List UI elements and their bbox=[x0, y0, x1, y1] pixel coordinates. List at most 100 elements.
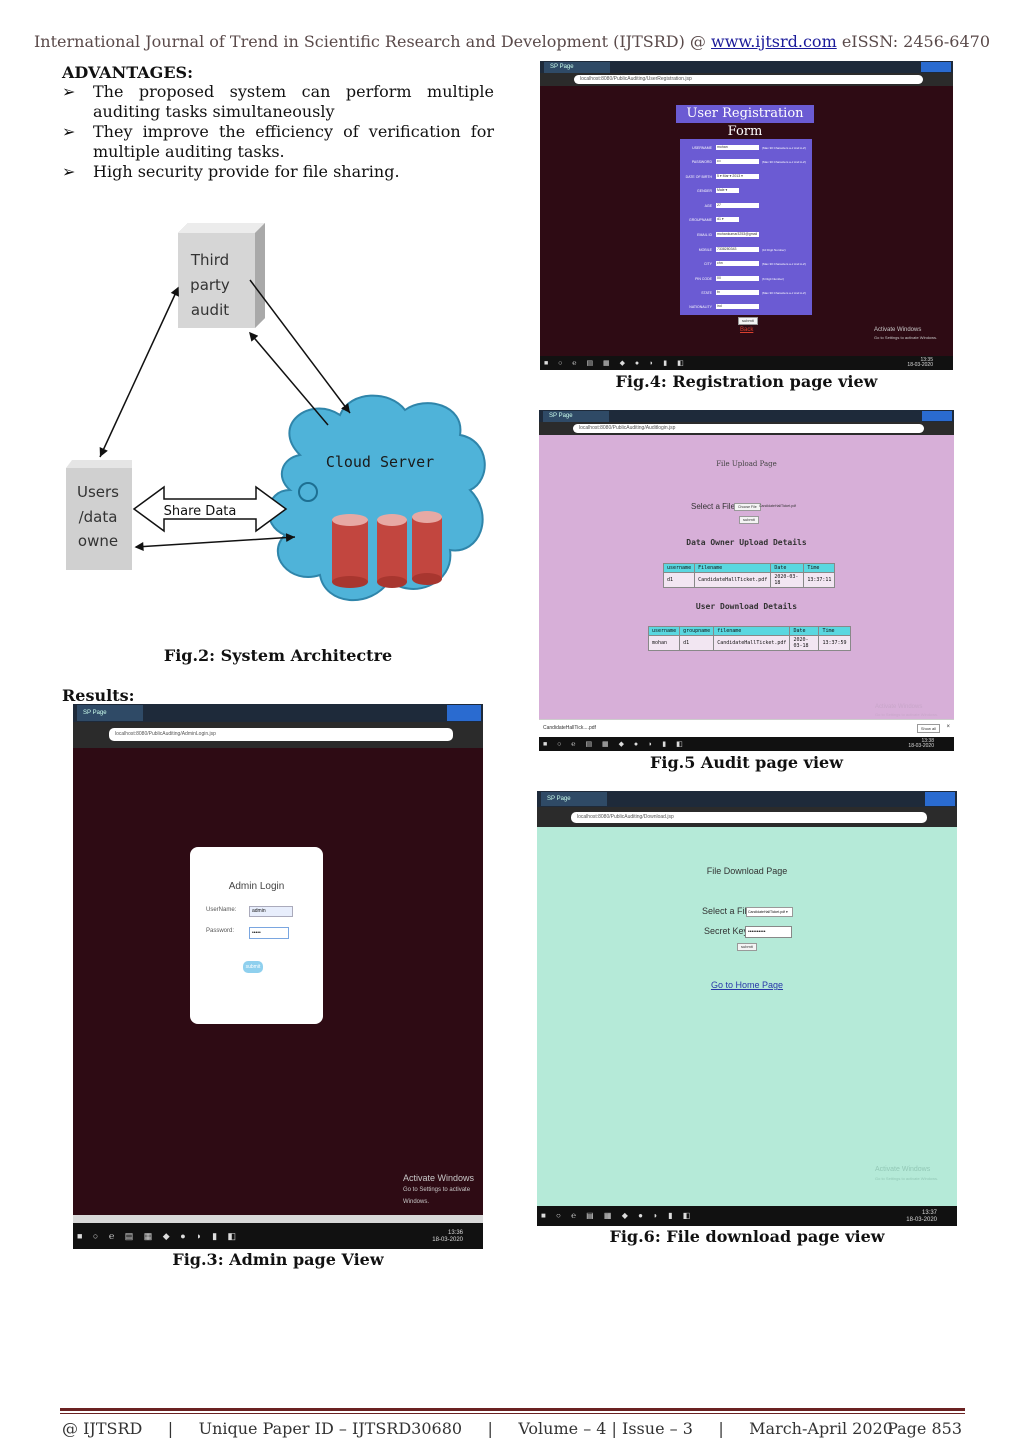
download-chip[interactable]: CandidateHallTick....pdf bbox=[543, 725, 596, 731]
tpa-label-line2: party bbox=[190, 276, 230, 294]
home-page-link[interactable]: Go to Home Page bbox=[710, 980, 784, 990]
journal-url-link[interactable]: www.ijtsrd.com bbox=[711, 32, 837, 51]
file-download-title: File Download Page bbox=[706, 866, 788, 876]
file-select[interactable]: CandidateHallTicket.pdf ▾ bbox=[746, 907, 793, 917]
taskbar-icons[interactable]: ■ ○ ℮ ▤ ▦ ◆ ● ◗ ▮ ◧ bbox=[77, 1231, 241, 1241]
select-file-label: Select a File: bbox=[702, 906, 755, 916]
groupname-select[interactable]: d1 ▾ bbox=[716, 217, 739, 222]
page-number: Page 853 bbox=[887, 1419, 962, 1438]
password-input[interactable]: ••• bbox=[716, 159, 759, 164]
tpa-users-arrow bbox=[99, 286, 179, 458]
city-input[interactable]: chn bbox=[716, 261, 759, 266]
download-page-screenshot: SP Page localhost:8080/PublicAuditing/Do… bbox=[537, 791, 957, 1226]
choose-file-button[interactable]: Choose File bbox=[734, 503, 761, 511]
taskbar-icons[interactable]: ■ ○ ℮ ▤ ▦ ◆ ● ◗ ▮ ◧ bbox=[544, 360, 688, 367]
email-input[interactable]: mohankumar3253@gmail bbox=[716, 232, 759, 237]
submit-button[interactable]: submit bbox=[739, 516, 759, 524]
taskbar-icons[interactable]: ■ ○ ℮ ▤ ▦ ◆ ● ◗ ▮ ◧ bbox=[541, 1211, 695, 1220]
upload-details-title: Data Owner Upload Details bbox=[686, 538, 807, 547]
back-link[interactable]: Back bbox=[740, 327, 754, 333]
registration-page-screenshot: SP Page localhost:8080/PublicAuditing/Us… bbox=[540, 61, 953, 370]
username-input[interactable]: admin bbox=[249, 906, 293, 917]
arrow-bullet-icon: ➢ bbox=[62, 162, 76, 181]
footer-rule bbox=[60, 1408, 965, 1411]
url-field[interactable]: localhost:8080/PublicAuditing/Auditlogin… bbox=[573, 424, 924, 433]
dob-select[interactable]: 5 ▾ Mar ▾ 2013 ▾ bbox=[716, 174, 759, 179]
mobile-input[interactable]: 7338280343 bbox=[716, 247, 759, 252]
advantages-title: ADVANTAGES: bbox=[62, 63, 193, 82]
age-input[interactable]: 27 bbox=[716, 203, 759, 208]
username-label: UserName: bbox=[206, 907, 237, 913]
registration-form-title: User Registration Form bbox=[676, 105, 814, 139]
browser-tab[interactable]: SP Page bbox=[543, 411, 609, 422]
users-data-owner-box: Users /data owne bbox=[66, 460, 132, 570]
chosen-file-name: CandidateHallTicket.pdf bbox=[759, 504, 797, 508]
tpa-label-line1: Third bbox=[190, 251, 229, 269]
arrow-bullet-icon: ➢ bbox=[62, 122, 76, 141]
url-field[interactable]: localhost:8080/PublicAuditing/UserRegist… bbox=[574, 75, 923, 84]
tpa-cloud-arrow-1 bbox=[249, 279, 351, 414]
window-controls[interactable] bbox=[447, 705, 481, 721]
cloud-server-label: Cloud Server bbox=[326, 453, 434, 471]
password-input[interactable]: ••••• bbox=[249, 927, 289, 939]
fig2-caption: Fig.2: System Architectre bbox=[163, 646, 393, 665]
window-controls[interactable] bbox=[925, 792, 955, 806]
show-all-button[interactable]: Show all bbox=[916, 724, 940, 733]
nationality-input[interactable]: ind bbox=[716, 304, 759, 309]
pincode-input[interactable]: 00 bbox=[716, 276, 759, 281]
taskbar-icons[interactable]: ■ ○ ℮ ▤ ▦ ◆ ● ◗ ▮ ◧ bbox=[543, 741, 687, 748]
window-controls[interactable] bbox=[921, 62, 951, 72]
third-party-audit-box: Third party audit bbox=[178, 223, 265, 328]
address-bar: localhost:8080/PublicAuditing/Download.j… bbox=[537, 807, 957, 827]
window-controls[interactable] bbox=[922, 411, 952, 421]
browser-tabbar: SP Page bbox=[539, 410, 954, 422]
browser-tab[interactable]: SP Page bbox=[541, 792, 607, 806]
browser-tab[interactable]: SP Page bbox=[544, 62, 610, 73]
gender-select[interactable]: Male ▾ bbox=[716, 188, 739, 193]
horizontal-scrollbar[interactable] bbox=[73, 1215, 483, 1223]
database-cylinders-icon bbox=[332, 511, 442, 588]
address-bar: localhost:8080/PublicAuditing/AdminLogin… bbox=[73, 722, 483, 748]
url-field[interactable]: localhost:8080/PublicAuditing/AdminLogin… bbox=[109, 728, 453, 741]
fig3-caption: Fig.3: Admin page View bbox=[172, 1250, 384, 1269]
users-label-line2: /data bbox=[79, 508, 118, 526]
secret-key-input[interactable]: •••••••••• bbox=[745, 926, 792, 938]
address-bar: localhost:8080/PublicAuditing/UserRegist… bbox=[540, 73, 953, 86]
submit-button[interactable]: submit bbox=[737, 943, 757, 951]
page-footer: @ IJTSRD | Unique Paper ID – IJTSRD30680… bbox=[62, 1419, 893, 1438]
list-item: ➢High security provide for file sharing. bbox=[62, 162, 400, 181]
submit-button[interactable]: submit bbox=[243, 961, 263, 973]
browser-tab[interactable]: SP Page bbox=[77, 705, 143, 721]
journal-header: International Journal of Trend in Scient… bbox=[0, 32, 1024, 51]
browser-tabbar: SP Page bbox=[537, 791, 957, 807]
tpa-label-line3: audit bbox=[191, 301, 229, 319]
admin-login-card: Admin Login UserName: admin Password: ••… bbox=[190, 847, 323, 1024]
username-input[interactable]: mohan bbox=[716, 145, 759, 150]
fig4-caption: Fig.4: Registration page view bbox=[615, 372, 878, 391]
password-label: Password: bbox=[206, 928, 235, 934]
arrow-bullet-icon: ➢ bbox=[62, 82, 76, 101]
submit-button[interactable]: submit bbox=[738, 317, 758, 325]
url-field[interactable]: localhost:8080/PublicAuditing/Download.j… bbox=[571, 812, 927, 823]
close-icon[interactable]: × bbox=[946, 724, 950, 730]
secret-key-label: Secret Key: bbox=[704, 926, 751, 936]
browser-tabbar: SP Page bbox=[73, 704, 483, 722]
state-input[interactable]: tn bbox=[716, 290, 759, 295]
download-details-title: User Download Details bbox=[695, 602, 798, 611]
